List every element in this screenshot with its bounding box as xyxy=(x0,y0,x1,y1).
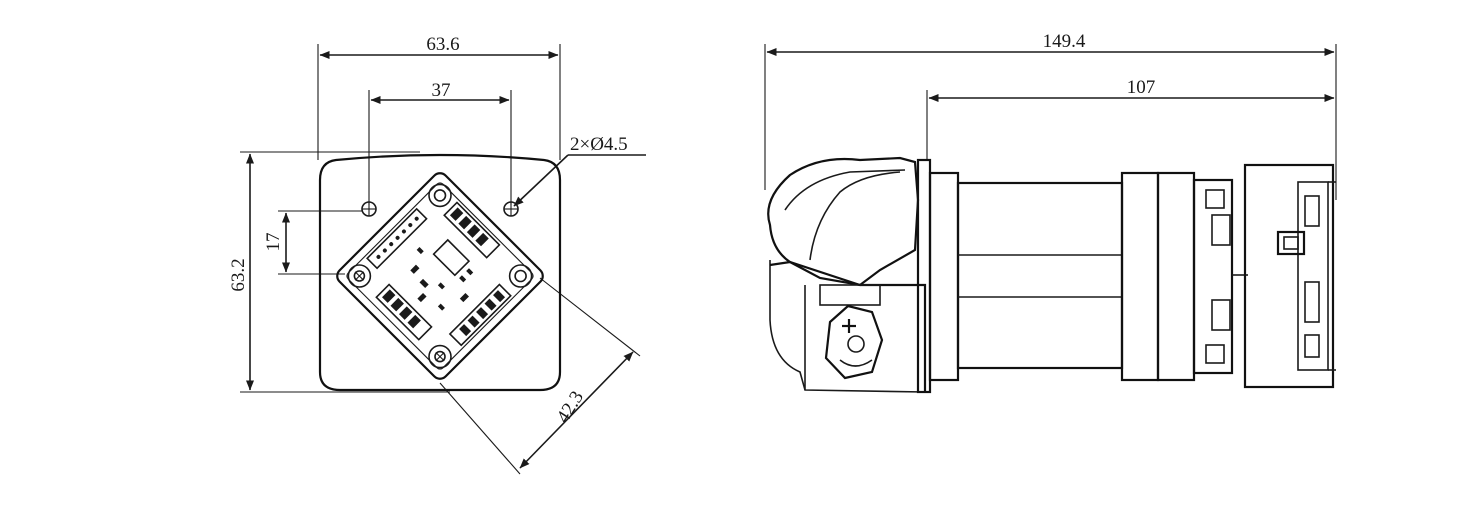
side-view: 149.4 107 xyxy=(764,31,1337,394)
smd-component xyxy=(459,292,469,303)
dim-front-width: 63.6 xyxy=(426,34,459,55)
smd-component xyxy=(437,282,445,290)
dim-hole-spacing: 37 xyxy=(432,80,451,101)
dim-body-length: 107 xyxy=(1127,77,1156,98)
dim-total-length: 149.4 xyxy=(1043,31,1086,52)
board-outline xyxy=(346,182,534,370)
flange-outline xyxy=(336,172,544,380)
mounting-hole-left xyxy=(361,201,377,217)
smd-component xyxy=(417,292,427,303)
mounting-hole-right xyxy=(503,201,519,217)
corner-screw xyxy=(428,183,452,208)
connector-plug xyxy=(824,304,884,380)
motor-tube xyxy=(956,181,1124,370)
corner-screw xyxy=(508,264,533,288)
motor-body-outline xyxy=(318,153,562,392)
front-view: 63.6 37 63.2 17 2×Ø4.5 42.3 xyxy=(228,34,646,475)
smd-component xyxy=(410,264,420,274)
rear-housing xyxy=(1120,171,1248,382)
chip xyxy=(432,238,471,277)
smd-component xyxy=(416,247,424,255)
hole-callout: 2×Ø4.5 xyxy=(570,134,628,155)
smd-component xyxy=(459,275,467,283)
corner-screw xyxy=(347,264,372,288)
end-cap xyxy=(1243,163,1336,389)
connector-terminal xyxy=(448,283,512,347)
gear-housing xyxy=(767,156,927,393)
smd-component xyxy=(466,268,474,276)
rotated-flange xyxy=(336,172,544,380)
extension-line xyxy=(439,382,521,475)
connector-terminal xyxy=(443,201,501,259)
pin-header xyxy=(366,207,428,270)
dim-flange-diagonal: 42.3 xyxy=(553,387,588,426)
connector-terminal xyxy=(375,283,433,341)
extension-line xyxy=(539,277,641,357)
dim-front-height: 63.2 xyxy=(228,258,249,291)
corner-screw xyxy=(428,344,452,369)
dim-hole-offset: 17 xyxy=(263,233,284,252)
smd-component xyxy=(419,278,429,289)
dim-line-flange-diagonal xyxy=(519,351,634,469)
leader-line xyxy=(513,154,569,207)
smd-component xyxy=(437,303,445,311)
